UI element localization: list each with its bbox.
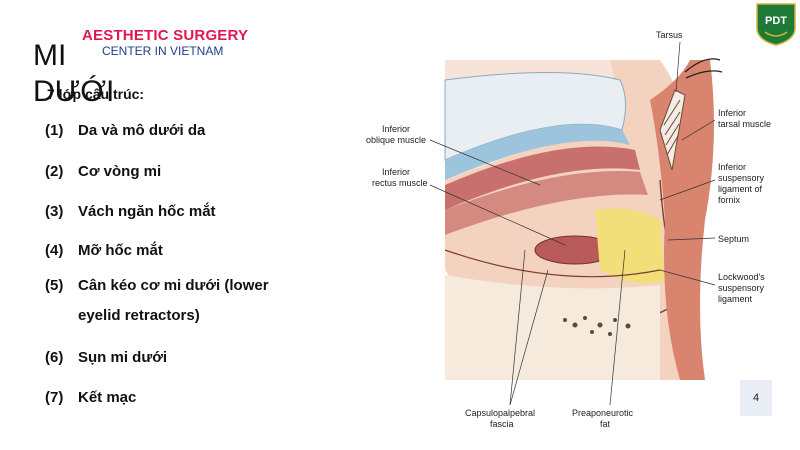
label-inferior-suspensory-ligament: fornix [718, 195, 741, 205]
item-number: (4) [45, 242, 64, 259]
list-item: (3) Vách ngăn hốc mắt [45, 203, 315, 221]
label-inferior-rectus-muscle: rectus muscle [372, 178, 428, 188]
label-inferior-suspensory-ligament: ligament of [718, 184, 763, 194]
brand-name: AESTHETIC SURGERY [82, 27, 249, 44]
label-preaponeurotic-fat: Preaponeurotic [572, 408, 634, 418]
item-number: (7) [45, 389, 64, 406]
tarsus-plate [659, 89, 686, 171]
brand-tagline: CENTER IN VIETNAM [102, 44, 224, 58]
section-subtitle: 7 lớp cấu trúc: [47, 86, 145, 102]
label-inferior-suspensory-ligament: Inferior [718, 162, 746, 172]
list-item: (1) Da và mô dưới da [45, 122, 315, 140]
bone-texture [563, 316, 631, 336]
eyelashes [684, 58, 723, 79]
logo-laurel-icon [764, 31, 788, 37]
item-text: Da và mô dưới da [78, 122, 206, 139]
label-inferior-tarsal-muscle: tarsal muscle [718, 119, 771, 129]
logo-shield-icon [756, 3, 796, 46]
leader-lines [429, 41, 716, 406]
inferior-rectus-muscle [445, 171, 648, 235]
item-number: (5) [45, 277, 64, 294]
item-text: Kết mạc [78, 389, 137, 406]
pdt-logo: PDT [756, 3, 796, 46]
label-inferior-rectus-muscle: Inferior [382, 167, 410, 177]
label-capsulopalpebral-fascia: fascia [490, 419, 514, 429]
item-text: Sụn mi dưới [78, 349, 168, 366]
list-item: (2) Cơ vòng mi [45, 163, 315, 181]
inferior-oblique-muscle [445, 146, 640, 210]
item-number: (3) [45, 203, 64, 220]
label-capsulopalpebral-fascia: Capsulopalpebral [465, 408, 535, 418]
label-inferior-suspensory-ligament: suspensory [718, 173, 765, 183]
label-preaponeurotic-fat: fat [600, 419, 611, 429]
lower-eyelid-anatomy-diagram: Tarsus Inferior tarsal muscle Inferior o… [366, 30, 771, 429]
label-tarsus: Tarsus [656, 30, 683, 40]
page-number-badge: 4 [740, 380, 772, 416]
label-lockwood-ligament: ligament [718, 294, 753, 304]
label-inferior-oblique-muscle: oblique muscle [366, 135, 426, 145]
orbital-floor-bone [445, 275, 660, 380]
item-number: (6) [45, 349, 64, 366]
list-item: (7) Kết mạc [45, 389, 315, 407]
label-septum: Septum [718, 234, 749, 244]
tarsal-glands [663, 99, 681, 156]
brand-logo-text: AESTHETIC SURGERY CENTER IN VIETNAM [82, 28, 248, 58]
item-text: Cơ vòng mi [78, 163, 162, 180]
label-inferior-tarsal-muscle: Inferior [718, 108, 746, 118]
list-item: (5) Cân kéo cơ mi dưới (lower eyelid ret… [45, 271, 315, 331]
item-text: Cân kéo cơ mi dưới (lower eyelid retract… [78, 277, 269, 324]
item-number: (1) [45, 122, 64, 139]
list-item: (4) Mỡ hốc mắt [45, 242, 315, 260]
list-item: (6) Sụn mi dưới [45, 349, 315, 367]
label-inferior-oblique-muscle: Inferior [382, 124, 410, 134]
capsulopalpebral-fascia [444, 249, 661, 278]
orbital-fat [595, 208, 665, 284]
label-lockwood-ligament: suspensory [718, 283, 765, 293]
logo-text: PDT [765, 15, 787, 27]
page-number: 4 [752, 392, 760, 404]
page-title: MI DƯỚI [33, 39, 115, 108]
label-lockwood-ligament: Lockwood's [718, 272, 765, 282]
sclera-blue-band [445, 124, 630, 180]
item-text: Mỡ hốc mắt [78, 242, 163, 259]
item-text: Vách ngăn hốc mắt [78, 203, 216, 220]
item-number: (2) [45, 163, 64, 180]
